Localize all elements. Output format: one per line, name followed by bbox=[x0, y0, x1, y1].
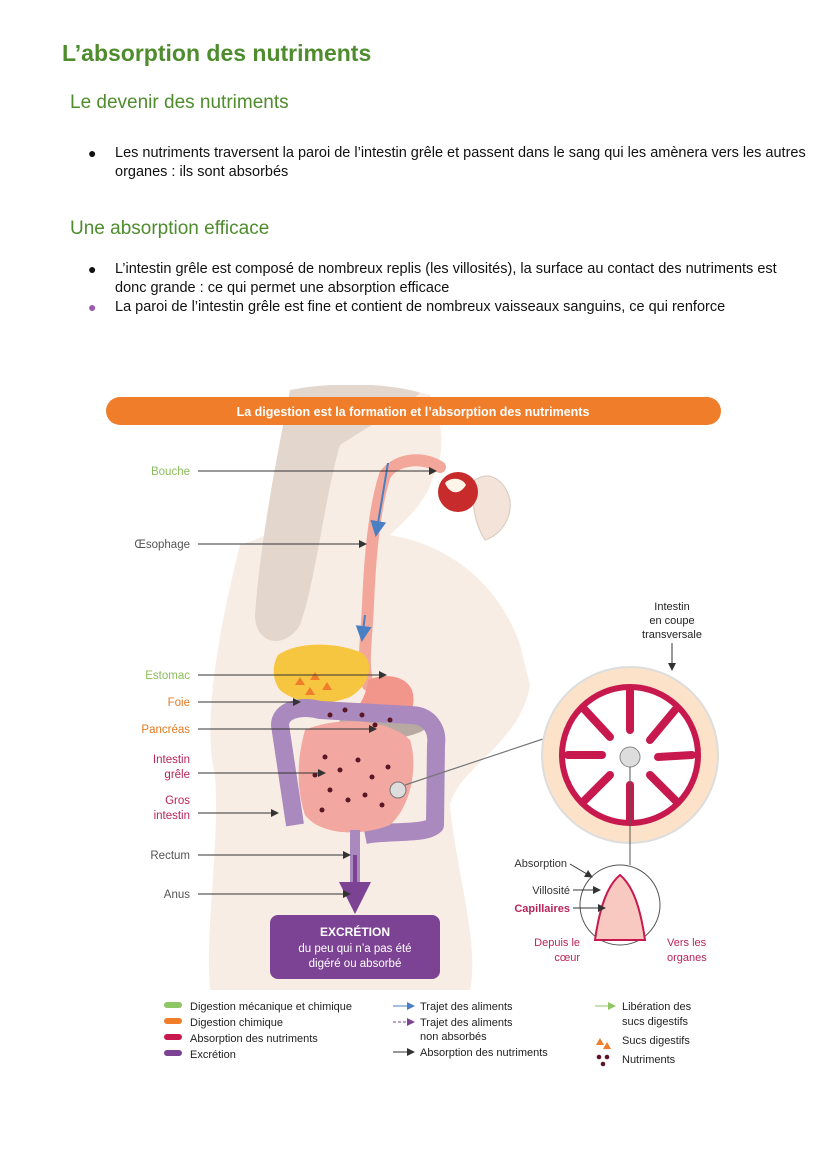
bullet-icon: ● bbox=[88, 261, 97, 277]
bullet-list-devenir: ●Les nutriments traversent la paroi de l… bbox=[88, 144, 808, 182]
label-bouche: Bouche bbox=[151, 466, 190, 478]
label-depuis-coeur: Depuis le bbox=[534, 937, 580, 949]
svg-text:Excrétion: Excrétion bbox=[190, 1049, 236, 1061]
bullet-icon: ● bbox=[88, 299, 97, 315]
label-villosite: Villosité bbox=[532, 885, 570, 897]
label-oesophage: Œsophage bbox=[134, 539, 190, 551]
label-pancreas: Pancréas bbox=[141, 724, 190, 736]
svg-text:organes: organes bbox=[667, 952, 707, 964]
excretion-box bbox=[270, 915, 440, 979]
svg-text:digéré ou absorbé: digéré ou absorbé bbox=[309, 958, 402, 970]
label-intestin-grele: Intestin bbox=[153, 754, 190, 766]
small-intestine bbox=[298, 721, 414, 833]
coupe-label: Intestin bbox=[654, 601, 689, 613]
svg-text:Absorption des nutriments: Absorption des nutriments bbox=[420, 1047, 548, 1059]
svg-text:Digestion chimique: Digestion chimique bbox=[190, 1017, 283, 1029]
hand-shape bbox=[472, 475, 511, 541]
label-estomac: Estomac bbox=[145, 670, 190, 682]
svg-text:sucs digestifs: sucs digestifs bbox=[622, 1016, 689, 1028]
svg-text:Trajet des aliments: Trajet des aliments bbox=[420, 1001, 513, 1013]
svg-text:Absorption des nutriments: Absorption des nutriments bbox=[190, 1033, 318, 1045]
bullet-list-absorption: ●L’intestin grêle est composé de nombreu… bbox=[88, 260, 808, 317]
label-rectum: Rectum bbox=[150, 850, 190, 862]
page-title: L’absorption des nutriments bbox=[62, 40, 372, 66]
hair-shape bbox=[255, 385, 420, 641]
svg-text:Sucs digestifs: Sucs digestifs bbox=[622, 1035, 690, 1047]
section-heading-absorption: Une absorption efficace bbox=[70, 218, 270, 239]
svg-text:Nutriments: Nutriments bbox=[622, 1054, 676, 1066]
large-intestine bbox=[271, 699, 446, 844]
label-vers-organes: Vers les bbox=[667, 937, 707, 949]
label-absorption: Absorption bbox=[514, 858, 567, 870]
svg-text:non absorbés: non absorbés bbox=[420, 1031, 487, 1043]
banner-text: La digestion est la formation et l’absor… bbox=[237, 405, 590, 419]
label-capillaires: Capillaires bbox=[514, 903, 570, 915]
svg-text:transversale: transversale bbox=[642, 629, 702, 641]
digestive-juice-icons bbox=[295, 672, 332, 695]
svg-text:cœur: cœur bbox=[554, 952, 580, 964]
list-item: ●L’intestin grêle est composé de nombreu… bbox=[88, 261, 777, 296]
list-item: ●La paroi de l’intestin grêle est fine e… bbox=[88, 299, 726, 315]
svg-text:en coupe: en coupe bbox=[649, 615, 694, 627]
bullet-icon: ● bbox=[88, 145, 97, 161]
svg-text:intestin: intestin bbox=[154, 810, 190, 822]
svg-text:Digestion mécanique et chimiqu: Digestion mécanique et chimique bbox=[190, 1001, 352, 1013]
label-gros-intestin: Gros bbox=[165, 795, 190, 807]
zoom-lens-icon bbox=[389, 781, 407, 799]
section-heading-devenir: Le devenir des nutriments bbox=[70, 92, 289, 113]
svg-text:Libération des: Libération des bbox=[622, 1001, 692, 1013]
liver bbox=[273, 644, 370, 703]
list-item: ●Les nutriments traversent la paroi de l… bbox=[88, 145, 806, 180]
svg-text:Trajet des aliments: Trajet des aliments bbox=[420, 1017, 513, 1029]
legend: Digestion mécanique et chimique Digestio… bbox=[164, 1001, 692, 1067]
digestion-diagram: La digestion est la formation et l’absor… bbox=[106, 385, 721, 1067]
label-anus: Anus bbox=[164, 889, 190, 901]
banner bbox=[106, 397, 721, 425]
svg-text:du peu qui n’a pas été: du peu qui n’a pas été bbox=[298, 943, 411, 955]
oesophagus bbox=[358, 454, 446, 691]
excretion-title: EXCRÉTION bbox=[320, 924, 390, 939]
svg-text:grêle: grêle bbox=[164, 769, 190, 781]
label-foie: Foie bbox=[168, 697, 190, 709]
apple-icon bbox=[438, 472, 478, 512]
